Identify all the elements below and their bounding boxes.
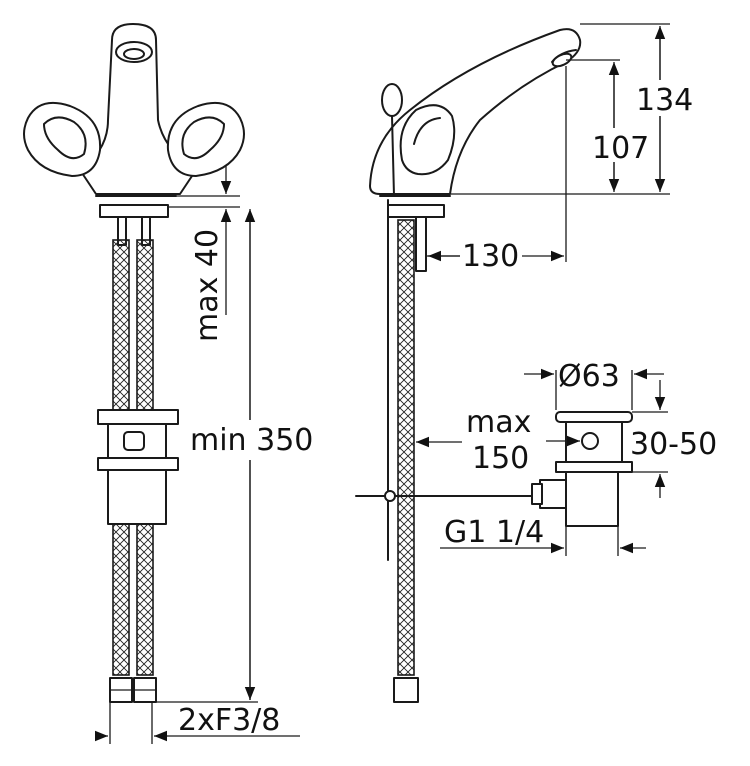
right-handle	[166, 102, 245, 177]
drain-cap	[555, 411, 633, 423]
dim-130: 130	[462, 239, 519, 274]
lift-rod-knob	[381, 83, 403, 117]
dim-thread-waste: G1 1/4	[444, 515, 544, 550]
mounting-flange-top	[97, 409, 179, 425]
drain-body	[565, 471, 619, 527]
front-dimensions: max 40 min 350 2xF3/8	[95, 166, 324, 744]
dim-30-50: 30-50	[630, 427, 717, 462]
dim-dia63: Ø63	[558, 359, 620, 394]
dim-150: 150	[472, 441, 529, 476]
side-hose	[397, 219, 415, 676]
mounting-flange-bottom	[97, 457, 179, 471]
side-spout	[369, 28, 582, 195]
waste-drain	[531, 411, 633, 527]
dim-min350: min 350	[190, 423, 313, 458]
side-handle	[399, 104, 456, 176]
front-view	[23, 23, 245, 703]
dim-max-label: max	[466, 405, 531, 440]
mounting-nut	[107, 469, 167, 525]
dim-134: 134	[636, 83, 693, 118]
side-inlet-fitting	[393, 677, 419, 703]
dim-107: 107	[592, 131, 649, 166]
dim-max40: max 40	[190, 229, 225, 342]
front-base-plate	[99, 204, 169, 218]
side-view	[355, 28, 582, 703]
side-dimensions: 134 107 130 max 150 Ø63 30-50	[416, 23, 730, 556]
side-base-plate	[387, 204, 445, 218]
dim-thread-inlet: 2xF3/8	[178, 703, 280, 738]
left-handle	[23, 102, 102, 177]
